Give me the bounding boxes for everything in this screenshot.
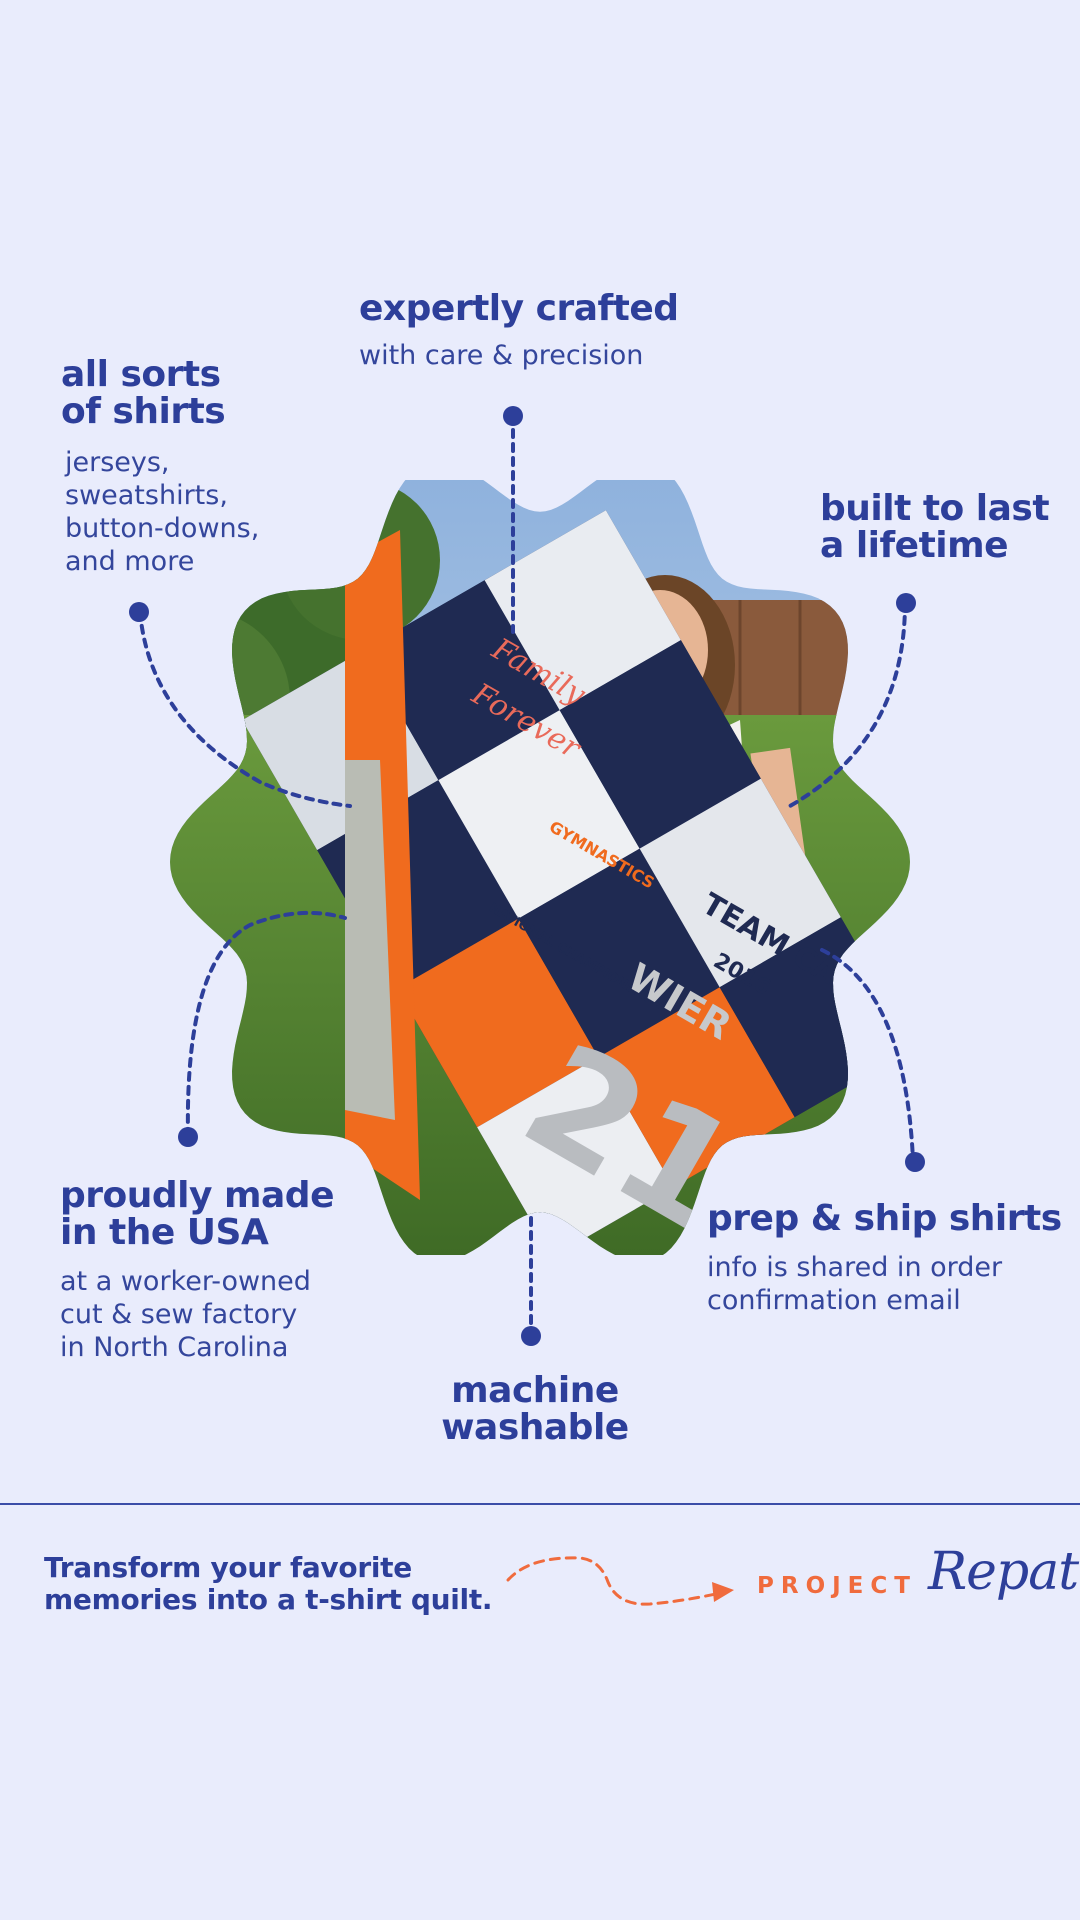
feature-expertly-crafted: expertly crafted with care & precision [359, 290, 679, 372]
feature-proudly-made: proudly made in the USA at a worker-owne… [60, 1177, 334, 1364]
feature-description: info is shared in order confirmation ema… [707, 1252, 1003, 1316]
dot-all-sorts [129, 602, 149, 622]
feature-title: built to last a lifetime [820, 488, 1050, 566]
feature-description: jerseys, sweatshirts, button-downs, and … [65, 447, 260, 577]
dot-built-to-last [896, 593, 916, 613]
dot-prep-ship [905, 1152, 925, 1172]
dot-machine-washable [521, 1326, 541, 1346]
feature-prep-ship: prep & ship shirts info is shared in ord… [707, 1200, 1062, 1317]
connector-proudly-made [185, 910, 347, 1138]
feature-description: with care & precision [359, 340, 644, 371]
feature-built-to-last: built to last a lifetime [820, 488, 1050, 566]
footer-tagline: Transform your favorite memories into a … [44, 1551, 493, 1616]
brand-project-wordmark: PROJECT [757, 1573, 917, 1599]
feature-machine-washable: machine washable [380, 1372, 690, 1446]
feature-description: at a worker-owned cut & sew factory in N… [60, 1266, 311, 1363]
dot-proudly-made [178, 1127, 198, 1147]
connector-all-sorts [138, 610, 352, 808]
footer-divider [0, 1503, 1080, 1505]
feature-title: all sorts of shirts [61, 354, 226, 432]
connector-built-to-last [788, 601, 907, 808]
feature-title: proudly made in the USA [60, 1175, 334, 1253]
connector-prep-ship [820, 948, 915, 1162]
feature-title: prep & ship shirts [707, 1198, 1062, 1239]
feature-title: expertly crafted [359, 288, 679, 329]
feature-title: machine washable [441, 1370, 629, 1448]
brand-repat-script: Repat [928, 1542, 1079, 1602]
dashed-arrow-icon [506, 1556, 734, 1606]
dot-expertly-crafted [503, 406, 523, 426]
feature-all-sorts: all sorts of shirts jerseys, sweatshirts… [61, 356, 259, 578]
